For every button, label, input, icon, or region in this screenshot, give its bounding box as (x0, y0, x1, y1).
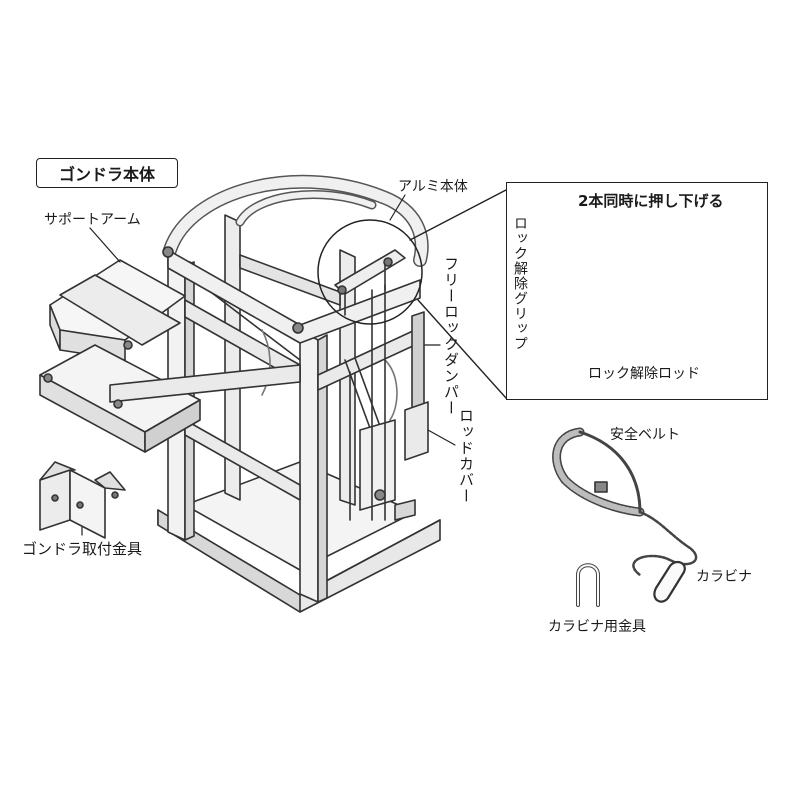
label-rod-cover: ロッドカバー (457, 408, 475, 504)
gondola-bracket (39, 461, 126, 539)
carabiner-bracket (576, 563, 600, 607)
support-arm (39, 259, 301, 453)
label-carabiner-bracket: カラビナ用金具 (548, 619, 646, 635)
inset-title: 2本同時に押し下げる (578, 192, 724, 210)
inset-box (506, 182, 768, 400)
label-safety-belt: 安全ベルト (610, 427, 680, 443)
carabiner (653, 560, 686, 603)
page-title-text: ゴンドラ本体 (58, 165, 155, 184)
damper-assembly (344, 284, 429, 521)
label-lock-release-rod: ロック解除ロッド (588, 366, 700, 382)
grip-top (334, 249, 406, 316)
label-gondola-bracket: ゴンドラ取付金具 (22, 540, 143, 558)
label-support-arm: サポートアーム (44, 212, 141, 228)
label-carabiner: カラビナ (696, 569, 752, 585)
safety-belt (552, 427, 698, 577)
zoom-circle (317, 219, 423, 325)
label-aluminum-body: アルミ本体 (398, 179, 468, 195)
label-free-lock-damper: フリーロックダンパー (442, 256, 460, 416)
gondola-frame (157, 174, 441, 613)
label-lock-release-grip: ロック解除グリップ (512, 216, 528, 351)
page-title: ゴンドラ本体 (36, 158, 178, 188)
